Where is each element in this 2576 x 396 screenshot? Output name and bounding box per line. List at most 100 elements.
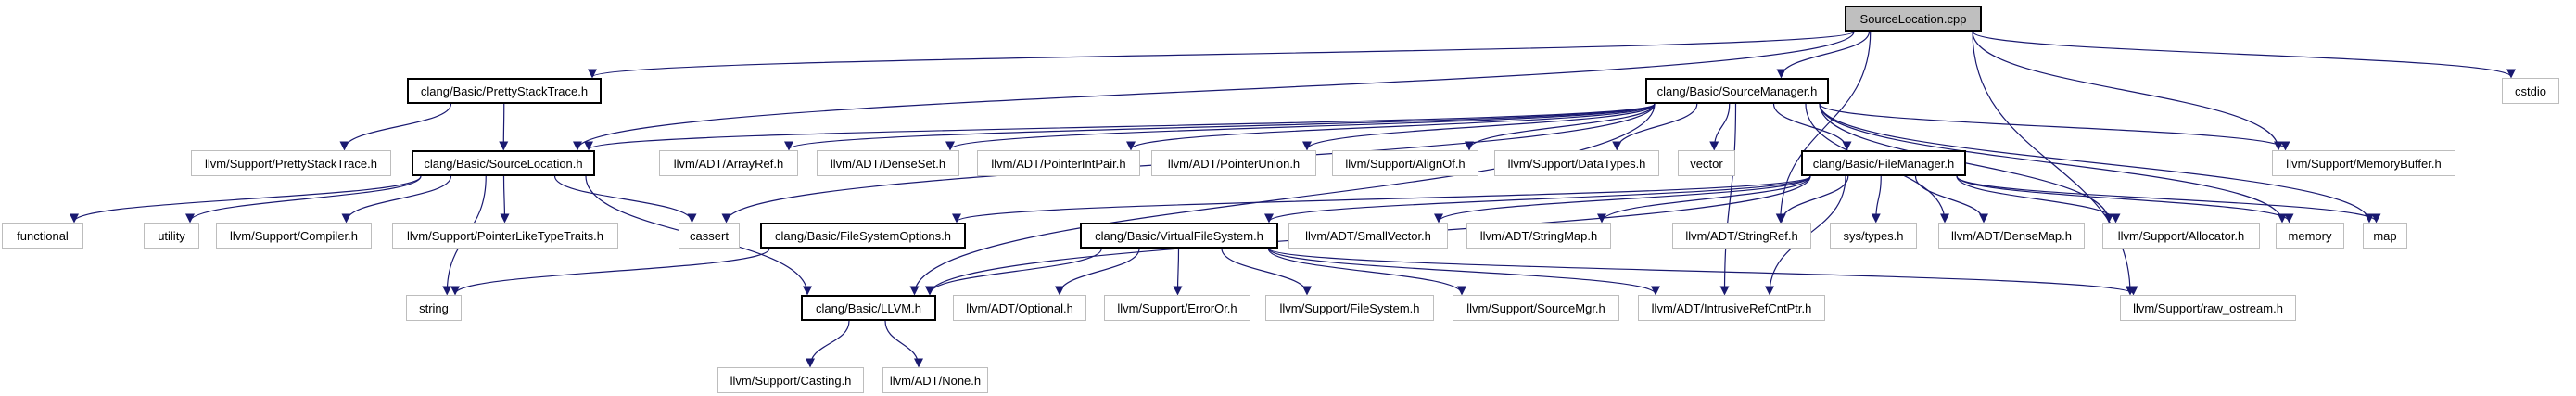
edge-srcmgr-to-datatypes [1612, 103, 1698, 151]
graph-node-string: string [406, 295, 462, 321]
node-label: llvm/Support/Allocator.h [2117, 228, 2245, 243]
node-label: llvm/ADT/StringMap.h [1479, 228, 1598, 243]
node-label: clang/Basic/FileSystemOptions.h [774, 228, 952, 243]
edge-srcmgr-to-memory [1819, 103, 2288, 224]
node-label: llvm/Support/ErrorOr.h [1117, 300, 1237, 315]
edge-srcmgr-to-membuf [1819, 103, 2290, 151]
node-label: llvm/Support/PointerLikeTypeTraits.h [407, 228, 603, 243]
graph-node-clang-basic-llvm-h[interactable]: clang/Basic/LLVM.h [801, 295, 936, 321]
edge-root-to-srcloc [573, 31, 1855, 151]
edge-srcmgr-to-denseset [945, 103, 1656, 151]
edge-vfs-to-llvmh [924, 248, 1102, 296]
node-label: cstdio [2515, 83, 2546, 98]
node-label: functional [17, 228, 69, 243]
node-label: llvm/ADT/PointerUnion.h [1167, 156, 1301, 171]
node-label: clang/Basic/PrettyStackTrace.h [420, 83, 589, 98]
node-label: llvm/Support/SourceMgr.h [1466, 300, 1605, 315]
edge-srcmgr-to-arrayref [784, 103, 1656, 151]
graph-node-cstdio: cstdio [2502, 78, 2559, 104]
node-label: llvm/ADT/Optional.h [966, 300, 1073, 315]
edge-filemgr-to-systypes [1871, 175, 1882, 224]
graph-node-llvm-adt-arrayref-h: llvm/ADT/ArrayRef.h [659, 150, 798, 176]
edge-filemgr-to-densemap [1914, 175, 1989, 224]
graph-node-llvm-adt-pointerintpair-h: llvm/ADT/PointerIntPair.h [977, 150, 1140, 176]
graph-node-cassert: cassert [679, 223, 740, 249]
node-label: llvm/Support/Compiler.h [230, 228, 358, 243]
node-label: llvm/ADT/DenseMap.h [1950, 228, 2073, 243]
node-label: clang/Basic/VirtualFileSystem.h [1095, 228, 1263, 243]
node-label: clang/Basic/LLVM.h [816, 300, 921, 315]
node-label: llvm/ADT/DenseSet.h [830, 156, 946, 171]
edge-srcmgr-to-ircp [1719, 103, 1737, 296]
graph-node-llvm-adt-stringref-h: llvm/ADT/StringRef.h [1672, 223, 1811, 249]
edge-srcloc-to-cassert [553, 175, 697, 224]
edge-vfs-to-srcmgrsup [1267, 248, 1467, 296]
graph-node-clang-basic-filesystemoptions-h[interactable]: clang/Basic/FileSystemOptions.h [760, 223, 966, 249]
edge-srcmgr-to-map [1819, 103, 2375, 224]
edge-srcmgr-to-llvmh [909, 103, 1656, 296]
graph-node-clang-basic-sourcelocation-h[interactable]: clang/Basic/SourceLocation.h [412, 150, 595, 176]
node-label: llvm/Support/Casting.h [730, 373, 852, 388]
edge-filemgr-to-stringmap [1596, 175, 1811, 224]
graph-node-llvm-adt-denseset-h: llvm/ADT/DenseSet.h [817, 150, 959, 176]
graph-node-memory: memory [2276, 223, 2344, 249]
graph-node-clang-basic-virtualfilesystem-h[interactable]: clang/Basic/VirtualFileSystem.h [1080, 223, 1278, 249]
edge-filemgr-to-vfs [1264, 175, 1811, 224]
edge-vfs-to-ircp [1268, 248, 1660, 296]
node-label: memory [2288, 228, 2332, 243]
edge-root-to-pstclang [588, 31, 1855, 79]
graph-node-sys-types-h: sys/types.h [1830, 223, 1917, 249]
graph-node-utility: utility [144, 223, 199, 249]
graph-node-llvm-adt-pointerunion-h: llvm/ADT/PointerUnion.h [1151, 150, 1316, 176]
graph-node-sourcelocation-cpp: SourceLocation.cpp [1845, 6, 1982, 32]
node-label: llvm/Support/DataTypes.h [1507, 156, 1646, 171]
edge-fsopts-to-string [450, 248, 770, 296]
edge-vfs-to-erroror [1173, 248, 1183, 296]
edge-filemgr-to-memory [1956, 175, 2294, 224]
node-label: llvm/Support/raw_ostream.h [2133, 300, 2283, 315]
edge-filemgr-to-allocator [1956, 175, 2121, 224]
node-label: llvm/ADT/IntrusiveRefCntPtr.h [1651, 300, 1812, 315]
node-label: SourceLocation.cpp [1859, 11, 1967, 26]
graph-node-llvm-adt-optional-h: llvm/ADT/Optional.h [953, 295, 1086, 321]
edge-srcloc-to-compiler [341, 175, 452, 224]
graph-node-llvm-support-compiler-h: llvm/Support/Compiler.h [216, 223, 372, 249]
node-label: llvm/ADT/None.h [889, 373, 982, 388]
edge-filemgr-to-smallvec [1434, 175, 1811, 224]
edge-pstclang-to-pstllvm [339, 103, 452, 151]
node-label: llvm/ADT/SmallVector.h [1305, 228, 1431, 243]
edge-llvmh-to-casting [805, 320, 850, 368]
graph-node-llvm-support-casting-h: llvm/Support/Casting.h [717, 367, 864, 393]
edge-srcloc-to-plt [500, 175, 510, 224]
node-label: llvm/Support/FileSystem.h [1279, 300, 1420, 315]
graph-node-llvm-support-sourcemgr-h: llvm/Support/SourceMgr.h [1453, 295, 1619, 321]
edge-srcmgr-to-filemgr [1772, 103, 1852, 151]
graph-node-llvm-support-datatypes-h: llvm/Support/DataTypes.h [1494, 150, 1659, 176]
graph-node-llvm-adt-densemap-h: llvm/ADT/DenseMap.h [1938, 223, 2085, 249]
graph-node-llvm-support-erroror-h: llvm/Support/ErrorOr.h [1104, 295, 1250, 321]
edge-root-to-membuf [1972, 31, 2284, 151]
graph-node-clang-basic-filemanager-h[interactable]: clang/Basic/FileManager.h [1801, 150, 1966, 176]
node-label: llvm/Support/MemoryBuffer.h [2286, 156, 2442, 171]
node-label: clang/Basic/FileManager.h [1812, 156, 1955, 171]
graph-node-clang-basic-prettystacktrace-h[interactable]: clang/Basic/PrettyStackTrace.h [407, 78, 602, 104]
graph-node-llvm-adt-none-h: llvm/ADT/None.h [882, 367, 988, 393]
graph-node-llvm-adt-smallvector-h: llvm/ADT/SmallVector.h [1288, 223, 1448, 249]
edge-srcmgr-to-vector [1709, 103, 1731, 151]
edge-root-to-cstdio [1972, 31, 2516, 79]
node-label: clang/Basic/SourceManager.h [1656, 83, 1818, 98]
node-label: sys/types.h [1843, 228, 1904, 243]
graph-node-llvm-support-prettystacktrace-h: llvm/Support/PrettyStackTrace.h [191, 150, 391, 176]
node-label: string [419, 300, 449, 315]
node-label: utility [158, 228, 185, 243]
graph-node-clang-basic-sourcemanager-h[interactable]: clang/Basic/SourceManager.h [1645, 78, 1829, 104]
node-label: vector [1690, 156, 1723, 171]
edge-root-to-stringref [1775, 31, 1872, 224]
edge-llvmh-to-none [884, 320, 924, 368]
graph-node-map: map [2363, 223, 2407, 249]
node-label: cassert [690, 228, 729, 243]
edge-pstclang-to-srcloc [499, 103, 509, 151]
graph-node-llvm-support-raw-ostream-h: llvm/Support/raw_ostream.h [2120, 295, 2296, 321]
edge-filemgr-to-stringref [1776, 175, 1849, 224]
